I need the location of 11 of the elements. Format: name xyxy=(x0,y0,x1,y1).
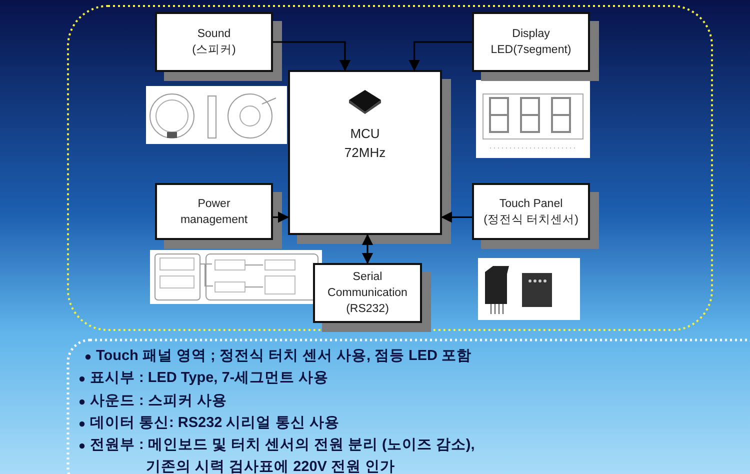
bullet-item: 데이터 통신: RS232 시리얼 통신 사용 xyxy=(90,414,340,433)
bullet-item: 전원부 : 메인보드 및 터치 센서의 전원 분리 (노이즈 감소), 기존의 시력 검사표에 220V 전원 인가 xyxy=(90,436,476,474)
arrow xyxy=(408,41,472,72)
block-label: MCU 72MHz xyxy=(343,125,387,162)
bullet-item: 표시부 : LED Type, 7-세그먼트 사용 xyxy=(90,369,329,388)
arrow xyxy=(273,41,351,72)
arrow xyxy=(362,234,374,264)
arrow xyxy=(273,212,290,223)
bullet-item: 사운드 : 스피커 사용 xyxy=(90,392,227,411)
arrow xyxy=(440,212,472,223)
bullet-item: Touch 패널 영역 ; 정전식 터치 센서 사용, 점등 LED 포함 xyxy=(96,347,472,366)
